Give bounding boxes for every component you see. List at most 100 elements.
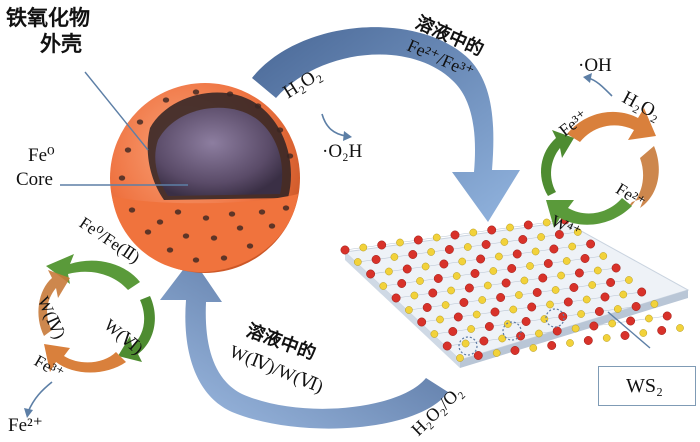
vacancy-marker <box>545 308 565 328</box>
shell-pore <box>226 91 234 97</box>
sulfur-atom <box>582 295 591 304</box>
sulfur-atom <box>650 300 659 308</box>
tungsten-atom <box>631 302 641 311</box>
tungsten-atom <box>637 287 647 297</box>
tungsten-atom <box>586 239 596 249</box>
shell-pore <box>166 247 174 253</box>
shell-pore <box>258 209 266 215</box>
right-redox-cycle <box>541 108 659 228</box>
tungsten-atom <box>444 245 454 254</box>
top-blue-arrow <box>252 27 520 223</box>
sulfur-atom <box>562 257 571 265</box>
sulfur-atom <box>495 252 503 261</box>
sulfur-atom <box>608 319 617 328</box>
tungsten-atom <box>527 302 537 312</box>
shell-pore <box>276 127 284 133</box>
sulfur-atom <box>526 262 534 270</box>
right-brown-arrow <box>622 146 659 214</box>
tungsten-atom <box>574 268 584 278</box>
tungsten-atom <box>507 264 517 273</box>
tungsten-atom <box>366 269 376 279</box>
tungsten-atom <box>594 307 604 316</box>
sulfur-atom <box>531 247 540 256</box>
sulfur-atom <box>506 223 514 232</box>
shell-pores <box>118 89 294 263</box>
shell-pore <box>192 89 200 95</box>
tungsten-atom <box>512 249 522 259</box>
left-orange-bottom-arrow <box>44 344 126 373</box>
shell-pore <box>192 257 200 263</box>
sulfur-atom <box>385 267 393 276</box>
shell-pore <box>236 225 244 231</box>
vacancy-marker <box>502 321 522 341</box>
sulfur-atom <box>379 282 388 290</box>
tungsten-atom <box>377 240 387 250</box>
shell-pore <box>162 97 170 103</box>
h2o2-to-o2h-arrow <box>321 113 347 137</box>
sulfur-atom <box>489 267 498 275</box>
tungsten-atom <box>450 230 460 240</box>
tungsten-atom <box>626 316 636 326</box>
sulfur-atom <box>537 233 545 241</box>
sulfur-atom <box>535 329 543 338</box>
sulfur-atom <box>463 243 472 251</box>
lattice-edge-left <box>345 252 460 368</box>
shell-pore <box>210 235 218 241</box>
tungsten-atom <box>464 283 474 293</box>
tungsten-atom <box>371 255 381 264</box>
o2h-label: ·O₂H <box>322 141 363 162</box>
left-fe2-label: Fe²⁺ <box>8 415 43 436</box>
sulfur-atom <box>676 324 684 332</box>
core-shell-particle <box>110 83 300 273</box>
vacancy-marker <box>458 336 478 356</box>
sulfur-atom <box>593 266 602 275</box>
sulfur-atom <box>529 344 538 352</box>
shell-pore <box>246 243 254 249</box>
sulfur-atom <box>390 253 399 261</box>
sulfur-atom <box>430 330 439 338</box>
sulfur-atom <box>405 306 413 314</box>
tungsten-atom <box>417 317 427 327</box>
tungsten-atom <box>439 259 449 269</box>
tungsten-atom <box>563 297 573 307</box>
tungsten-atom <box>516 331 526 341</box>
shell-pore <box>286 153 294 159</box>
sulfur-atom <box>452 272 461 280</box>
tungsten-atom <box>473 351 483 360</box>
sulfur-atom <box>571 324 580 333</box>
sulfur-atom <box>441 301 450 309</box>
tungsten-atom <box>487 225 497 235</box>
sulfur-atom <box>573 228 582 236</box>
tungsten-atom <box>543 259 553 268</box>
core-label-line1: Fe⁰ <box>28 145 55 166</box>
tungsten-atom <box>552 326 562 336</box>
core-label-line2: Core <box>16 169 53 190</box>
sulfur-atom <box>492 349 501 357</box>
shell-pore <box>174 209 182 215</box>
tungsten-atom <box>580 254 590 263</box>
tungsten-atom <box>448 327 458 336</box>
sulfur-atom <box>551 286 560 294</box>
oh-radical-label: ·OH <box>578 55 612 76</box>
oh-arrow <box>587 77 613 97</box>
sulfur-atom <box>619 290 628 299</box>
tungsten-atom <box>600 292 610 302</box>
shell-pore <box>124 147 132 153</box>
shell-pore <box>282 205 290 211</box>
shell-label-line1: 铁氧化物 <box>6 6 90 30</box>
shell-leader-line <box>84 71 149 151</box>
ws2-label-box <box>598 366 696 406</box>
sulfur-atom <box>557 271 565 280</box>
tungsten-atom <box>397 279 407 288</box>
left-green-right-arrow <box>118 296 155 362</box>
tungsten-atom <box>391 293 401 303</box>
shell-pore <box>136 119 144 125</box>
sulfur-atom <box>469 228 478 237</box>
sulfur-atom <box>478 296 487 304</box>
shell-pore <box>144 229 152 235</box>
tungsten-atom <box>408 250 418 259</box>
tungsten-atom <box>501 278 511 288</box>
sulfur-atom <box>432 233 441 242</box>
